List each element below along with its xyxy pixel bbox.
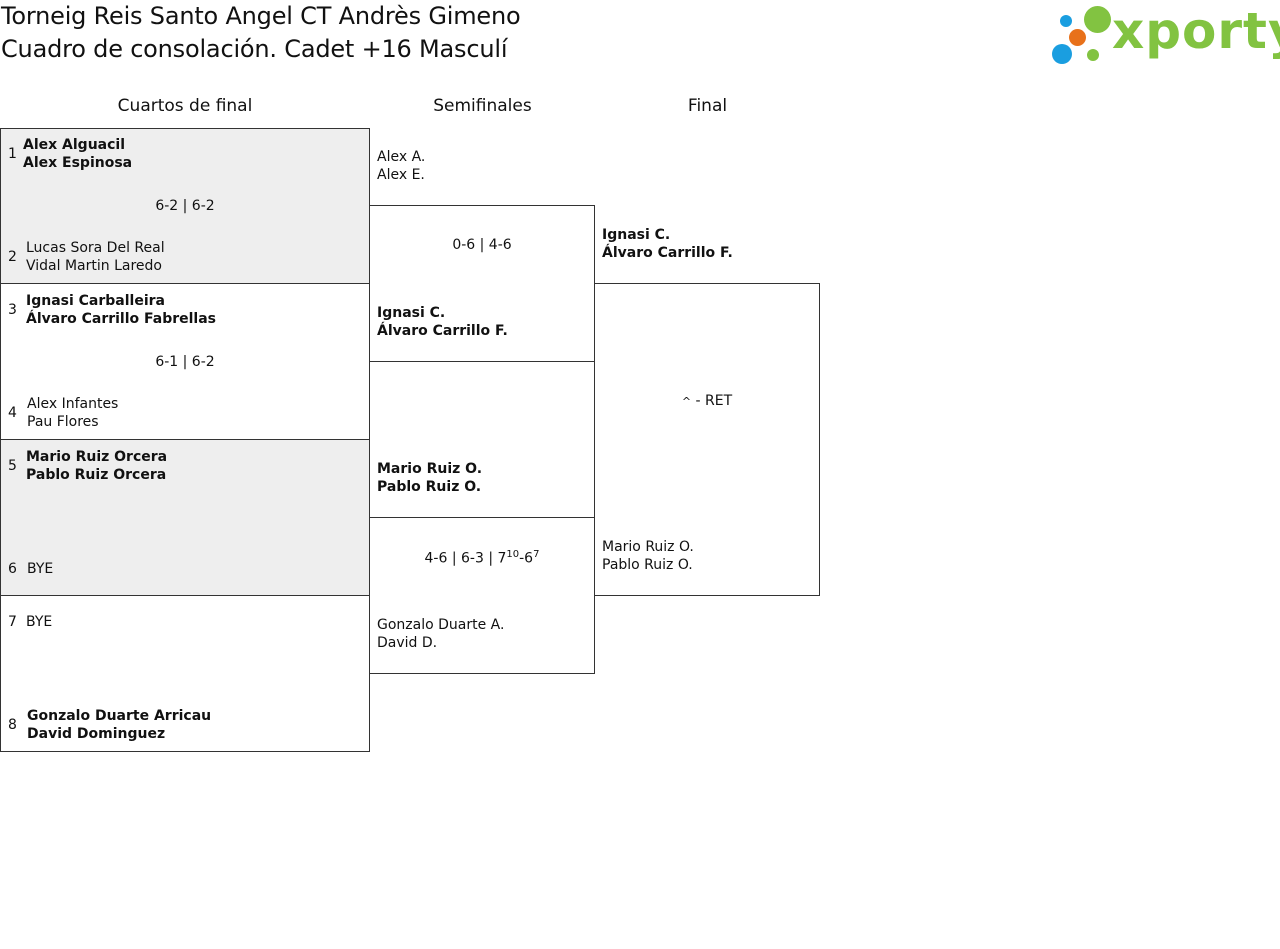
player-name: Alex Infantes xyxy=(27,396,119,412)
player-name: Mario Ruiz Orcera xyxy=(26,449,168,465)
semifinal-match-2[interactable]: 4-6 | 6-3 | 710-67 Gonzalo Duarte A. Dav… xyxy=(369,517,595,674)
player-name: Pablo Ruiz Orcera xyxy=(26,467,167,483)
player-name: Mario Ruiz O. xyxy=(377,461,483,477)
player-name: Gonzalo Duarte A. xyxy=(377,617,505,633)
quarterfinal-match-3[interactable]: 5 Mario Ruiz Orcera Pablo Ruiz Orcera 6 … xyxy=(0,439,370,596)
team-b[interactable]: Gonzalo Duarte Arricau David Dominguez xyxy=(27,707,211,743)
player-name: BYE xyxy=(26,614,53,630)
player-name: Álvaro Carrillo F. xyxy=(602,245,733,261)
score-sets: -6 xyxy=(519,550,534,567)
seed-number: 1 xyxy=(8,146,17,162)
player-name: Lucas Sora Del Real xyxy=(26,240,165,256)
player-name: Ignasi C. xyxy=(602,227,671,243)
semifinal-2-team-a[interactable]: Mario Ruiz O. Pablo Ruiz O. xyxy=(377,460,482,496)
seed-number: 6 xyxy=(8,561,17,577)
player-name: Mario Ruiz O. xyxy=(602,539,694,555)
semifinal-match-1[interactable]: 0-6 | 4-6 Ignasi C. Álvaro Carrillo F. xyxy=(369,205,595,362)
page-subtitle: Cuadro de consolación. Cadet +16 Masculí xyxy=(1,35,508,63)
team-b[interactable]: Alex Infantes Pau Flores xyxy=(27,395,118,431)
player-name: Álvaro Carrillo Fabrellas xyxy=(26,311,217,327)
logo-dot-green xyxy=(1084,6,1111,33)
xporty-logo: xporty xyxy=(1050,2,1280,68)
round-header-quarterfinals: Cuartos de final xyxy=(117,96,253,116)
player-name: Alex Espinosa xyxy=(23,155,133,171)
logo-dot-blue xyxy=(1052,44,1072,64)
player-name: David D. xyxy=(377,635,438,651)
quarterfinal-match-1[interactable]: 1 Alex Alguacil Alex Espinosa 6-2 | 6-2 … xyxy=(0,128,370,284)
retired-marker: ^ xyxy=(681,395,692,408)
seed-number: 8 xyxy=(8,717,17,733)
team-a[interactable]: BYE xyxy=(26,613,52,631)
round-header-semifinals: Semifinales xyxy=(433,96,532,116)
round-header-final: Final xyxy=(687,96,728,116)
player-name: Pablo Ruiz O. xyxy=(602,557,693,573)
team-a[interactable]: Mario Ruiz Orcera Pablo Ruiz Orcera xyxy=(26,448,167,484)
player-name: Ignasi C. xyxy=(377,305,446,321)
seed-number: 5 xyxy=(8,458,17,474)
logo-dot-blue-small xyxy=(1060,15,1072,27)
final-team-b[interactable]: Mario Ruiz O. Pablo Ruiz O. xyxy=(602,538,694,574)
match-score: 6-1 | 6-2 xyxy=(155,354,215,370)
quarterfinal-match-4[interactable]: 7 BYE 8 Gonzalo Duarte Arricau David Dom… xyxy=(0,595,370,752)
seed-number: 4 xyxy=(8,405,17,421)
match-score: 6-2 | 6-2 xyxy=(155,198,215,214)
score-text: - RET xyxy=(691,393,733,409)
player-name: BYE xyxy=(27,561,54,577)
match-score: 4-6 | 6-3 | 710-67 xyxy=(370,549,594,567)
quarterfinal-match-2[interactable]: 3 Ignasi Carballeira Álvaro Carrillo Fab… xyxy=(0,283,370,440)
logo-text: xporty xyxy=(1112,2,1280,60)
logo-dot-green-small xyxy=(1087,49,1099,61)
team-a[interactable]: Ignasi Carballeira Álvaro Carrillo Fabre… xyxy=(26,292,216,328)
player-name: Vidal Martin Laredo xyxy=(26,258,162,274)
player-name: David Dominguez xyxy=(27,726,166,742)
seed-number: 3 xyxy=(8,302,17,318)
team-b[interactable]: BYE xyxy=(27,560,53,578)
score-sets: 4-6 | 6-3 | 7 xyxy=(424,550,507,567)
tiebreak-score: 10 xyxy=(506,549,520,560)
seed-number: 2 xyxy=(8,249,17,265)
semifinal-1-team-b[interactable]: Ignasi C. Álvaro Carrillo F. xyxy=(377,304,508,340)
player-name: Pablo Ruiz O. xyxy=(377,479,482,495)
player-name: Alex Alguacil xyxy=(23,137,125,153)
player-name: Pau Flores xyxy=(27,414,99,430)
semifinal-2-team-b[interactable]: Gonzalo Duarte A. David D. xyxy=(377,616,504,652)
match-score: 0-6 | 4-6 xyxy=(452,237,512,253)
player-name: Alex A. xyxy=(377,149,426,165)
team-b[interactable]: Lucas Sora Del Real Vidal Martin Laredo xyxy=(26,239,165,275)
team-a[interactable]: Alex Alguacil Alex Espinosa xyxy=(23,136,132,172)
player-name: Gonzalo Duarte Arricau xyxy=(27,708,212,724)
tiebreak-score: 7 xyxy=(533,549,540,560)
player-name: Ignasi Carballeira xyxy=(26,293,165,309)
seed-number: 7 xyxy=(8,614,17,630)
final-team-a[interactable]: Ignasi C. Álvaro Carrillo F. xyxy=(602,226,733,262)
semifinal-1-team-a[interactable]: Alex A. Alex E. xyxy=(377,148,425,184)
logo-dot-orange xyxy=(1069,29,1086,46)
final-match[interactable]: ^ - RET Mario Ruiz O. Pablo Ruiz O. xyxy=(594,283,820,596)
player-name: Alex E. xyxy=(377,167,425,183)
player-name: Álvaro Carrillo F. xyxy=(377,323,508,339)
match-score: ^ - RET xyxy=(595,393,819,409)
page-title: Torneig Reis Santo Angel CT Andrès Gimen… xyxy=(1,2,521,30)
